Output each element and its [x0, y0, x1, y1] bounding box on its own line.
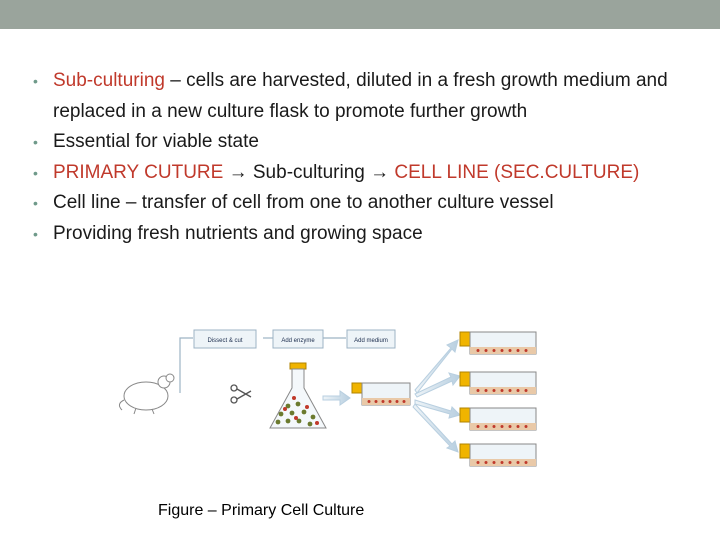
bullet-text: Essential for viable state: [53, 131, 259, 152]
bullet-cell-line: • Cell line – transfer of cell from one …: [33, 188, 693, 219]
culture-flask-primary: [351, 382, 411, 406]
bullet-subculturing: • Sub-culturing – cells are harvested, d…: [33, 66, 693, 127]
process-connector: [179, 337, 346, 393]
bullet-list: • Sub-culturing – cells are harvested, d…: [33, 66, 693, 249]
primary-culture-figure: Dissect & cut Add enzyme Add medium: [118, 329, 537, 467]
bullet-text: Providing fresh nutrients and growing sp…: [53, 222, 423, 244]
step-box-dissect: Dissect & cut: [193, 329, 257, 349]
bullet-dot-icon: •: [33, 73, 38, 89]
process-arrow: [322, 390, 351, 406]
step-label: Dissect & cut: [207, 338, 242, 344]
figure-caption: Figure – Primary Cell Culture: [158, 502, 365, 519]
mouse-icon: [118, 373, 175, 415]
step-box-enzyme: Add enzyme: [272, 329, 324, 349]
bullet-viable: • Essential for viable state: [33, 127, 693, 158]
step-label: Add medium: [354, 338, 388, 344]
step-box-medium: Add medium: [346, 329, 396, 349]
split-arrows: [412, 339, 461, 453]
step-label: Add enzyme: [281, 338, 315, 344]
bullet-term: Sub-culturing: [53, 70, 165, 91]
culture-flask-3: [459, 407, 537, 431]
arrow-right-icon: →: [370, 161, 390, 183]
bullet-text: – cells are harvested, diluted in a fres…: [53, 70, 668, 122]
bullet-flow: • PRIMARY CUTURE → Sub-culturing → CELL …: [33, 158, 693, 189]
bullet-nutrients: • Providing fresh nutrients and growing …: [33, 219, 693, 250]
bullet-dot-icon: •: [33, 134, 38, 150]
header-bar: [0, 0, 720, 29]
culture-flask-4: [459, 443, 537, 467]
bullet-dot-icon: •: [33, 225, 38, 242]
bullet-dot-icon: •: [33, 164, 38, 181]
culture-flask-1: [459, 331, 537, 355]
bullet-text: Cell line – transfer of cell from one to…: [53, 192, 554, 213]
bullet-term: PRIMARY CUTURE: [53, 161, 229, 183]
bullet-text: Sub-culturing: [247, 161, 371, 183]
flask-icon: [269, 362, 327, 429]
culture-flask-2: [459, 371, 537, 395]
scissors-icon: [230, 384, 252, 404]
arrow-right-icon: →: [228, 161, 248, 183]
bullet-dot-icon: •: [33, 195, 38, 211]
bullet-term: CELL LINE (SEC.CULTURE): [389, 161, 640, 183]
